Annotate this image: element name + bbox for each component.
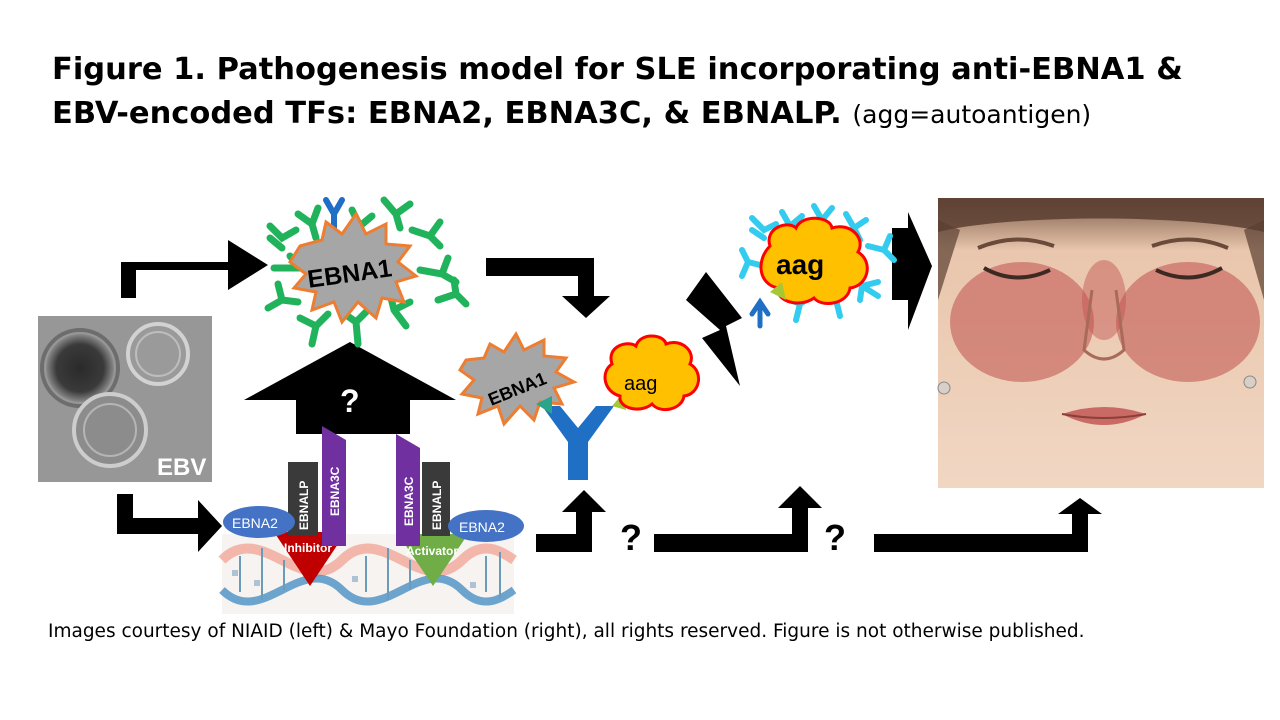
epitope-left (536, 396, 552, 414)
aag-label-top: aag (776, 249, 824, 280)
face-malar-rash-image (937, 198, 1264, 488)
activator-triangle (398, 534, 468, 586)
aag-immune-complex (739, 203, 897, 329)
aag-label-mid: aag (624, 373, 657, 395)
question-1: ? (620, 517, 642, 558)
aag-blob-mid (603, 334, 700, 412)
ebna3c-bar-left (322, 426, 346, 546)
arrow-ebv-to-ebna1 (121, 240, 268, 298)
arrow-ebna1-to-antibody (486, 258, 610, 318)
blue-antibody-small (749, 297, 771, 329)
ebna1-antibody-cluster (264, 196, 470, 348)
arrow-bottom-2 (654, 486, 822, 552)
ebna2-oval-right (448, 510, 524, 542)
ebv-label: EBV (157, 454, 206, 481)
ebna2-oval-left (223, 506, 295, 538)
ebna3c-bar-right (396, 434, 420, 546)
inhibitor-label: Inhibitor (284, 541, 332, 555)
title-note: (agg=autoantigen) (852, 100, 1092, 129)
ebnalp-label-left: EBNALP (297, 481, 311, 530)
epitope-top (770, 282, 786, 300)
title-line-1: Figure 1. Pathogenesis model for SLE inc… (52, 52, 1183, 87)
ebnalp-bar-right (422, 462, 450, 536)
figure-title: Figure 1. Pathogenesis model for SLE inc… (52, 48, 1252, 137)
question-2: ? (824, 517, 846, 558)
question-up: ? (340, 383, 360, 419)
title-line-2: EBV-encoded TFs: EBNA2, EBNA3C, & EBNALP… (52, 96, 842, 131)
ebna2-label-right: EBNA2 (459, 519, 505, 535)
arrow-bottom-1 (536, 490, 606, 552)
arrow-bottom-3 (874, 498, 1102, 552)
ebnalp-label-right: EBNALP (430, 481, 444, 530)
ebna2-label-left: EBNA2 (232, 515, 278, 531)
image-credit-caption: Images courtesy of NIAID (left) & Mayo F… (48, 621, 1085, 642)
arrow-ebv-to-dna (117, 494, 222, 552)
ebna3c-label-right: EBNA3C (402, 476, 416, 526)
activator-label: Activator (406, 544, 458, 558)
blue-antibody-large (542, 406, 614, 480)
arrow-tf-up (244, 342, 456, 434)
dna-helix (218, 534, 517, 614)
ebna3c-label-left: EBNA3C (328, 466, 342, 516)
arrow-to-immune-complex (686, 272, 742, 386)
ebna1-burst-top (287, 211, 420, 325)
ebv-micrograph (38, 316, 212, 482)
arrow-to-face (892, 212, 932, 330)
